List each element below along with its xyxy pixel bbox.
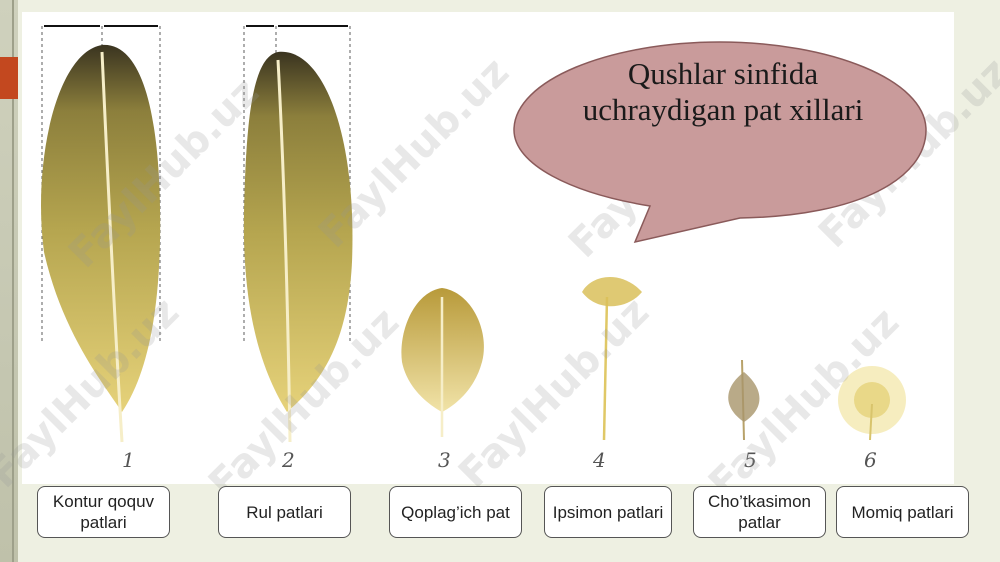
feather-number-5: 5: [744, 448, 757, 472]
feather-6-shape: [838, 366, 906, 441]
label-feather-4: Ipsimon patlari: [544, 486, 672, 538]
feather-number-3: 3: [438, 448, 451, 472]
feather-number-2: 2: [282, 448, 295, 472]
feather-3-shape: [401, 288, 484, 437]
label-feather-1: Kontur qoquv patlari: [37, 486, 170, 538]
feather-4-shape: [582, 276, 642, 441]
left-decor-line: [12, 0, 14, 562]
feather-5-shape: [728, 359, 760, 441]
feather-2-shape: [243, 51, 353, 443]
label-feather-3: Qoplag’ich pat: [389, 486, 522, 538]
slide-title: Qushlar sinfida uchraydigan pat xillari: [582, 56, 864, 127]
feather-number-1: 1: [122, 448, 135, 472]
label-feather-5: Cho’tkasimon patlar: [693, 486, 826, 538]
label-feather-6: Momiq patlari: [836, 486, 969, 538]
accent-tab: [0, 57, 18, 99]
speech-bubble: [513, 41, 927, 244]
feather-number-4: 4: [593, 448, 606, 472]
feather-number-6: 6: [864, 448, 877, 472]
feathers-illustration: [41, 25, 906, 443]
feather-1-shape: [41, 44, 161, 443]
label-feather-2: Rul patlari: [218, 486, 351, 538]
